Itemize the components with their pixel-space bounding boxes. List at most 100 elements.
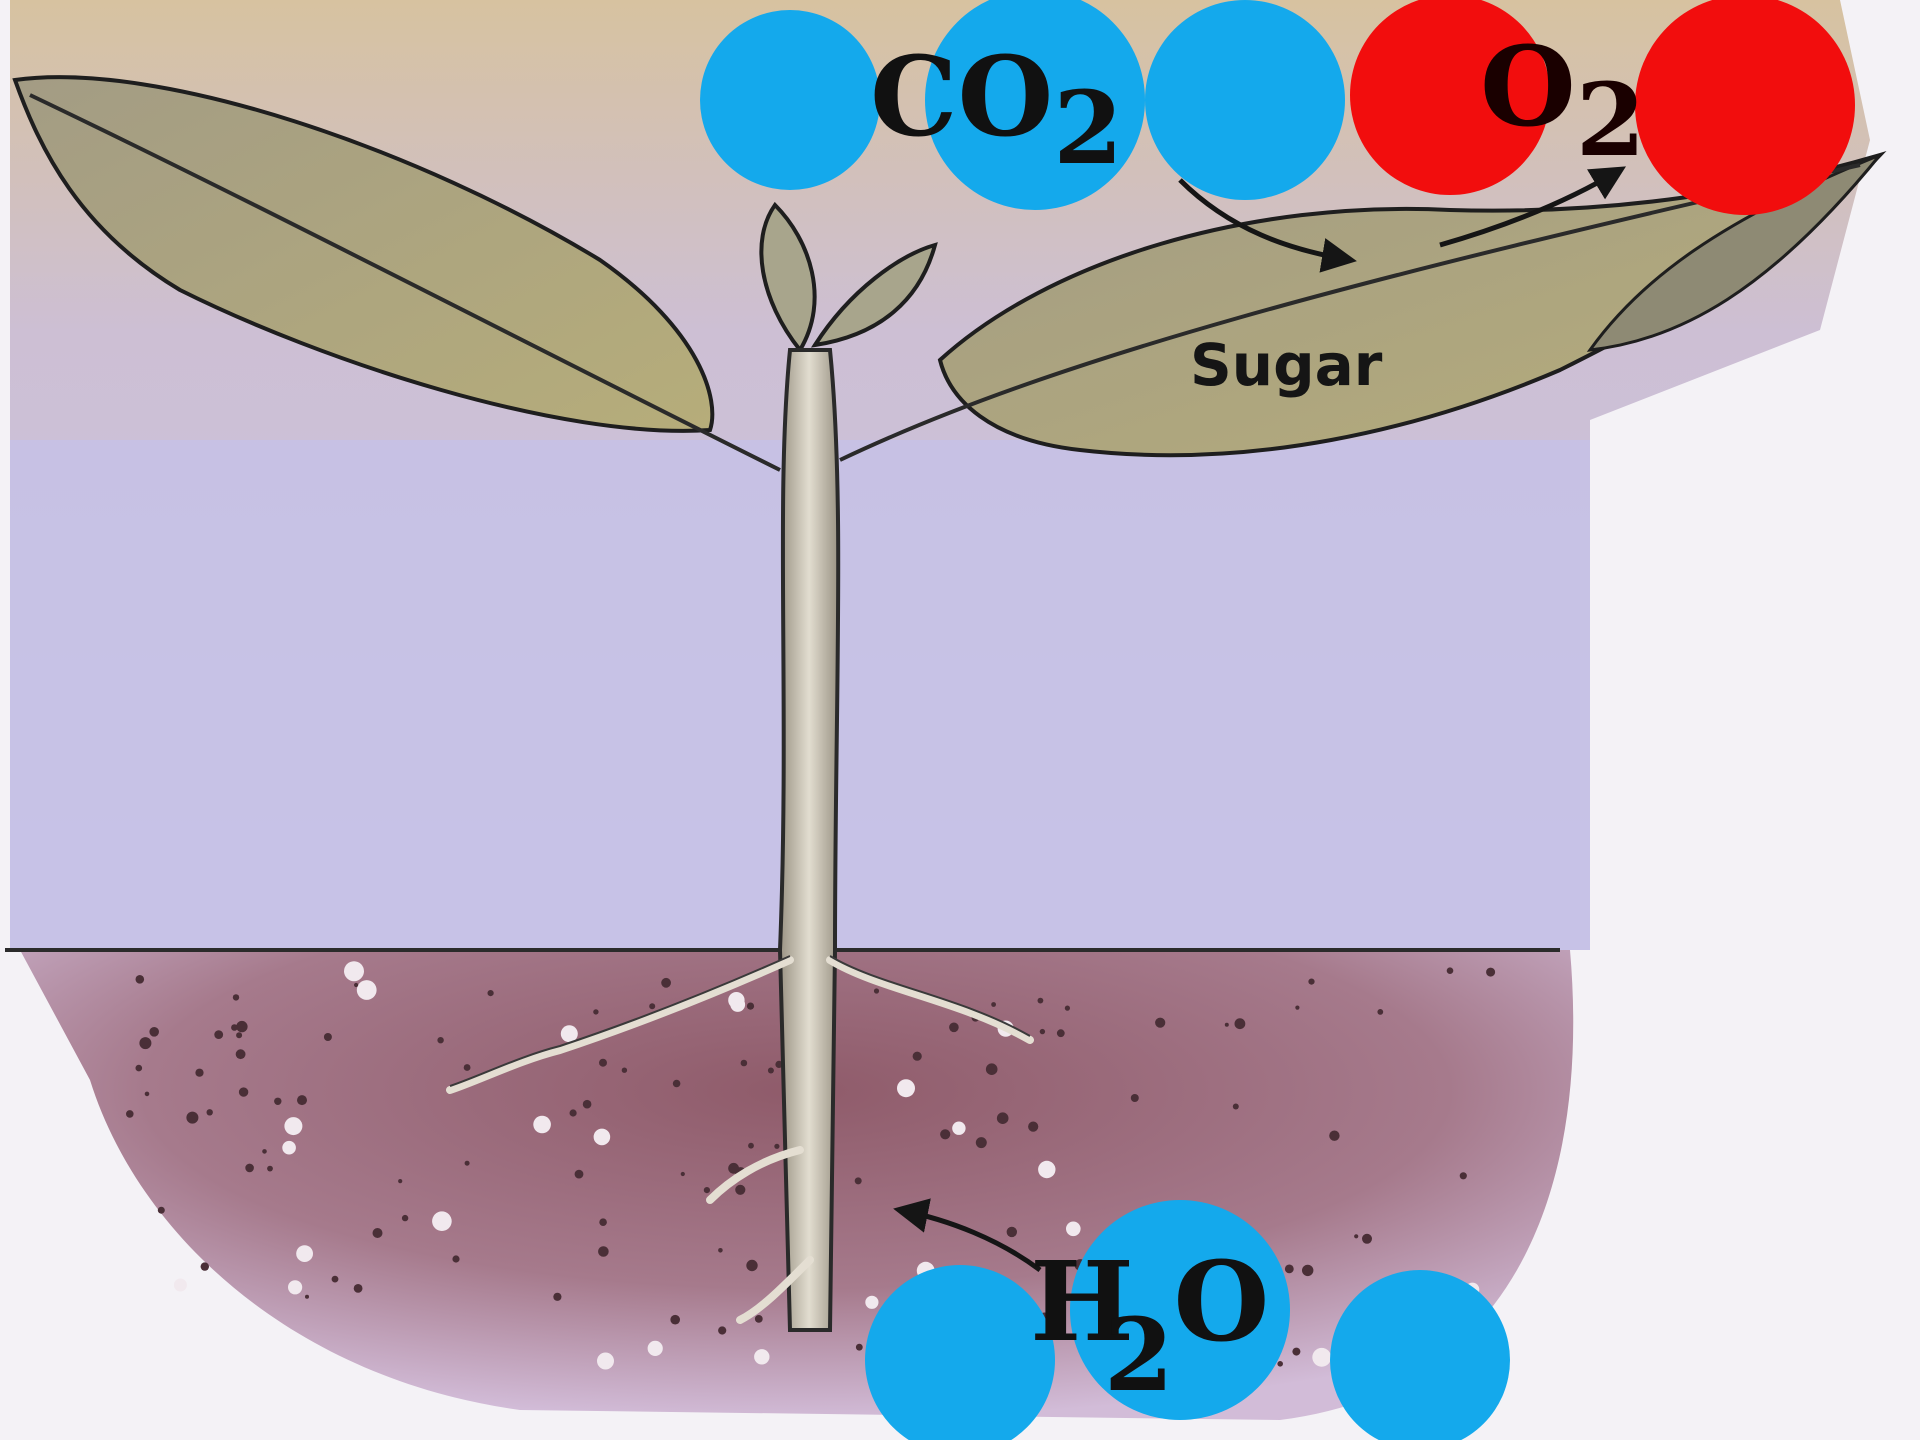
- soil-particle: [730, 997, 746, 1012]
- soil-particle: [274, 1097, 282, 1106]
- soil-particle: [1362, 1233, 1372, 1244]
- soil-particle: [553, 1292, 562, 1301]
- soil-particle: [593, 1009, 599, 1015]
- h2o-hydrogen-atom-left: [865, 1265, 1055, 1440]
- h2o-oxygen-atom: [1070, 1200, 1290, 1420]
- soil-particle: [1006, 1226, 1017, 1238]
- o2-atom-left: [1350, 0, 1550, 195]
- soil-particle: [236, 1032, 243, 1039]
- soil-particle: [1329, 1130, 1340, 1141]
- soil-particle: [437, 1037, 444, 1044]
- h2o-hydrogen-atom-right: [1330, 1270, 1510, 1440]
- soil-particle: [452, 1255, 460, 1263]
- soil-particle: [952, 1121, 966, 1135]
- soil-particle: [754, 1349, 770, 1365]
- soil-particle: [991, 1002, 996, 1007]
- soil-particle: [487, 990, 494, 997]
- soil-particle: [775, 1060, 783, 1068]
- soil-particle: [649, 1003, 656, 1010]
- soil-particle: [1130, 1094, 1139, 1102]
- soil-particle: [344, 961, 364, 982]
- bud-left-leaf: [759, 201, 817, 354]
- soil-particle: [1028, 1121, 1039, 1132]
- soil-particle: [746, 1259, 758, 1272]
- soil-particle: [854, 1177, 862, 1185]
- soil-particle: [284, 1117, 303, 1136]
- sugar-label: Sugar: [1190, 331, 1383, 399]
- soil-particle: [703, 1187, 711, 1194]
- soil-particle: [235, 1049, 246, 1060]
- soil-particle: [975, 1137, 987, 1149]
- soil-particle: [356, 980, 377, 1000]
- soil-particle: [267, 1165, 273, 1172]
- soil-particle: [297, 1095, 307, 1106]
- soil-particle: [767, 1067, 774, 1074]
- soil-particle: [661, 977, 671, 988]
- soil-particle: [149, 1027, 159, 1037]
- soil-particle: [873, 988, 880, 994]
- soil-particle: [855, 1343, 863, 1351]
- soil-particle: [740, 1059, 748, 1067]
- soil-particle: [1056, 1029, 1065, 1038]
- soil-particle: [1064, 1005, 1070, 1011]
- soil-particle: [353, 1284, 363, 1293]
- soil-particle: [1066, 1221, 1081, 1237]
- soil-particle: [323, 1033, 332, 1041]
- soil-particle: [647, 1340, 663, 1356]
- soil-particle: [597, 1352, 614, 1370]
- soil-particle: [985, 1063, 998, 1075]
- soil-particle: [1232, 1103, 1239, 1110]
- soil-particle: [533, 1115, 551, 1134]
- soil-particle: [195, 1068, 204, 1077]
- soil-particle: [621, 1067, 628, 1073]
- soil-particle: [398, 1179, 403, 1184]
- soil-particle: [735, 1184, 746, 1195]
- soil-particle: [1284, 1264, 1294, 1274]
- soil-particle: [718, 1326, 727, 1335]
- co2-oxygen-atom-left: [700, 10, 880, 190]
- soil-particle: [432, 1211, 452, 1231]
- soil-particle: [296, 1245, 313, 1262]
- co2-to-leaf-arrow: [1178, 178, 1357, 273]
- soil-particle: [139, 1037, 152, 1050]
- soil-particle: [238, 1087, 249, 1097]
- soil-particle: [186, 1111, 199, 1124]
- h2o-molecule: H2O: [865, 1200, 1510, 1440]
- soil-particle: [262, 1149, 267, 1154]
- right-leaf-fold: [1586, 153, 1882, 352]
- soil-particle: [748, 1142, 754, 1149]
- soil-particle: [912, 1051, 922, 1061]
- right-leaf-vein: [839, 163, 1861, 462]
- soil-particle: [236, 1020, 248, 1033]
- soil-particle: [1039, 1028, 1046, 1035]
- roots: [446, 956, 1034, 1324]
- soil-particle: [331, 1275, 339, 1283]
- soil-particle: [680, 1171, 685, 1177]
- soil-particle: [245, 1163, 254, 1173]
- soil-particle: [1486, 967, 1496, 977]
- soil-particle: [940, 1129, 951, 1140]
- soil-particle: [593, 1128, 611, 1146]
- soil-particle: [1295, 1005, 1300, 1010]
- soil-particle: [1377, 1009, 1384, 1015]
- soil-particle: [232, 994, 240, 1001]
- root-outlines: [449, 955, 1031, 1087]
- o2-atom-right: [1635, 0, 1855, 215]
- soil-particle: [401, 1214, 409, 1222]
- soil-particle: [569, 1109, 577, 1117]
- h2o-to-root-arrow: [893, 1198, 1042, 1273]
- soil-particle: [670, 1314, 680, 1325]
- soil-particle: [1038, 1160, 1056, 1179]
- soil-particle: [214, 1030, 224, 1039]
- soil-particle: [1292, 1347, 1301, 1356]
- soil-particle: [672, 1079, 681, 1088]
- co2-molecule: CO2: [700, 0, 1345, 210]
- soil-particle: [1446, 967, 1454, 974]
- soil-particle: [231, 1024, 238, 1031]
- soil-particle: [949, 1022, 959, 1033]
- soil-particle: [1037, 997, 1044, 1004]
- soil-particle: [372, 1228, 383, 1238]
- soil-particle: [774, 1143, 780, 1149]
- h2o-label: H2O: [1030, 1237, 1269, 1414]
